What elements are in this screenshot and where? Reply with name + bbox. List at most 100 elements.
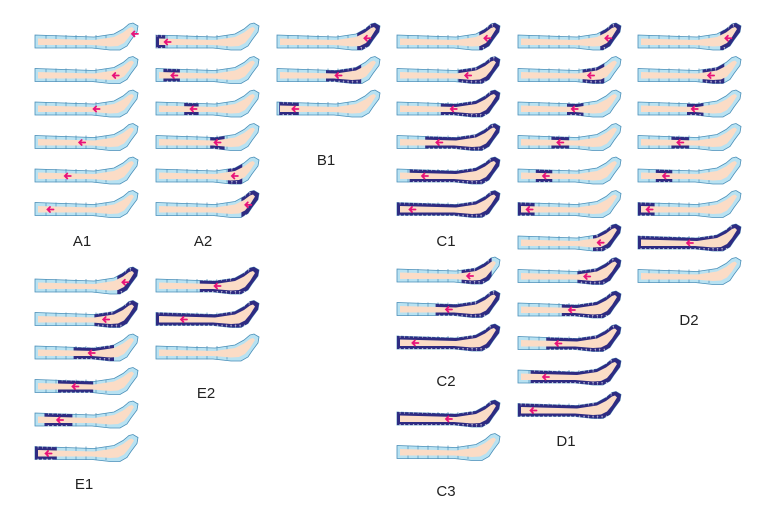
leg-icon: ↑↑↑↑↑↑↑↑↑↑↑↑↑↑↑↑↑↑↑↑↑↑↑↑↑↑↑↑↑↑↑↑↑↑↑↑ (517, 357, 622, 386)
chamber-pressure-mark: ↑ (653, 234, 656, 239)
chamber-pressure-mark: ↑ (355, 62, 358, 67)
chamber-pressure-mark: ↑ (74, 391, 77, 396)
chamber-pressure-mark: ↑ (106, 311, 109, 316)
chamber-pressure-mark: ↑ (560, 368, 563, 373)
chamber-pressure-mark: ↑ (484, 159, 487, 164)
chamber-pressure-mark: ↑ (243, 324, 246, 329)
chamber-pressure-mark: ↑ (244, 214, 247, 219)
chamber-pressure-mark: ↑ (689, 234, 692, 239)
chamber-pressure-mark: ↑ (220, 277, 223, 282)
chamber-pressure-mark: ↑ (595, 234, 598, 239)
chamber-pressure-mark: ↑ (693, 234, 696, 239)
leg-icon: ↑↑↑↑↑↑↑↑ (517, 223, 622, 252)
chamber-pressure-mark: ↑ (466, 347, 469, 352)
leg-icon: ↑↑↑↑↑↑ (155, 56, 260, 85)
chamber-pressure-mark: ↑ (587, 301, 590, 306)
chamber-pressure-mark: ↑ (675, 234, 678, 239)
chamber-pressure-mark: ↑ (488, 401, 491, 406)
chamber-pressure-mark: ↑ (475, 113, 478, 118)
chamber-pressure-mark: ↑ (243, 290, 246, 295)
chamber-pressure-mark: ↑ (711, 234, 714, 239)
pressure-arrow-icon (444, 306, 453, 313)
chamber-pressure-mark: ↑ (202, 324, 205, 329)
pressure-arrow-icon (604, 34, 613, 42)
chamber-pressure-mark: ↑ (555, 381, 558, 386)
leg-icon: ↑↑↑↑↑↑↑↑↑↑↑↑↑↑↑↑↑↑↑↑↑↑↑↑↑↑↑↑↑↑↑↑↑↑↑↑↑↑↑↑… (155, 300, 260, 329)
chamber-pressure-mark: ↑ (648, 234, 651, 239)
leg-skin (521, 94, 617, 114)
chamber-pressure-mark: ↑ (598, 348, 601, 353)
chamber-pressure-mark: ↑ (580, 268, 583, 273)
chamber-pressure-mark: ↑ (213, 134, 216, 139)
chamber-pressure-mark: ↑ (459, 147, 462, 152)
chamber-pressure-mark: ↑ (157, 324, 160, 329)
chamber-pressure-mark: ↑ (488, 191, 491, 196)
chamber-pressure-mark: ↑ (488, 57, 491, 62)
chamber-pressure-mark: ↑ (477, 280, 480, 285)
leg-skin (280, 27, 376, 47)
chamber-pressure-mark: ↑ (398, 410, 401, 415)
pressure-arrow-icon (213, 282, 222, 290)
chamber-pressure-mark: ↑ (187, 100, 190, 105)
chamber-pressure-mark: ↑ (482, 126, 485, 131)
chamber-pressure-mark: ↑ (461, 113, 464, 118)
pressure-arrow-icon (163, 38, 172, 46)
leg-icon: ↑↑↑↑↑↑ (637, 89, 742, 118)
chamber-pressure-mark: ↑ (547, 167, 550, 172)
leg-skin (400, 437, 496, 457)
chamber-pressure-mark: ↑ (342, 80, 345, 85)
chamber-pressure-mark: ↑ (716, 247, 719, 252)
chamber-pressure-mark: ↑ (648, 247, 651, 252)
leg-icon (34, 89, 139, 118)
chamber-pressure-mark: ↑ (602, 281, 605, 286)
chamber-pressure-mark: ↑ (110, 324, 113, 329)
leg-skin (400, 127, 496, 147)
chamber-pressure-mark: ↑ (160, 33, 163, 38)
chamber-pressure-mark: ↑ (124, 268, 127, 273)
chamber-pressure-mark: ↑ (725, 226, 728, 231)
pressure-arrow-icon (179, 316, 188, 323)
chamber-pressure-mark: ↑ (582, 381, 585, 386)
chamber-pressure-mark: ↑ (551, 415, 554, 420)
chamber-pressure-mark: ↑ (554, 147, 557, 152)
chamber-pressure-mark: ↑ (723, 26, 726, 31)
chamber-pressure-mark: ↑ (430, 201, 433, 206)
chamber-pressure-mark: ↑ (667, 167, 670, 172)
leg-skin (641, 228, 737, 248)
chamber-pressure-mark: ↑ (50, 458, 53, 463)
chamber-pressure-mark: ↑ (605, 381, 608, 386)
chamber-pressure-mark: ↑ (702, 234, 705, 239)
chamber-pressure-mark: ↑ (466, 167, 469, 172)
chamber-pressure-mark: ↑ (425, 410, 428, 415)
pressure-arrow-icon (71, 383, 80, 390)
chamber-pressure-mark: ↑ (564, 314, 567, 319)
chamber-pressure-mark: ↑ (543, 180, 546, 185)
chamber-pressure-mark: ↑ (705, 67, 708, 72)
chamber-pressure-mark: ↑ (78, 391, 81, 396)
leg-icon: ↑↑↑↑↑↑↑↑↑↑↑↑↑↑ (34, 367, 139, 396)
leg-icon: ↑↑↑↑ (155, 22, 260, 51)
chamber-pressure-mark: ↑ (461, 214, 464, 219)
chamber-pressure-mark: ↑ (482, 46, 485, 51)
chamber-pressure-mark: ↑ (461, 423, 464, 428)
chamber-pressure-mark: ↑ (213, 147, 216, 152)
chamber-pressure-mark: ↑ (369, 46, 372, 51)
chamber-pressure-mark: ↑ (89, 344, 92, 349)
leg-icon: ↑↑↑↑ (155, 123, 260, 152)
pressure-arrow-icon (483, 34, 492, 42)
leg-icon: ↑↑↑↑↑↑↑↑ (517, 56, 622, 85)
chamber-pressure-mark: ↑ (461, 167, 464, 172)
chamber-pressure-mark: ↑ (193, 324, 196, 329)
chamber-pressure-mark: ↑ (464, 267, 467, 272)
chamber-pressure-mark: ↑ (465, 314, 468, 319)
leg-skin (400, 404, 496, 424)
chamber-pressure-mark: ↑ (439, 410, 442, 415)
leg-skin (38, 271, 134, 291)
chamber-pressure-mark: ↑ (609, 225, 612, 230)
chamber-pressure-mark: ↑ (477, 128, 480, 133)
leg-icon: ↑↑↑↑↑↑↑↑↑↑↑↑↑↑↑↑↑↑↑↑↑↑↑↑↑↑↑↑↑↑↑↑↑↑↑↑↑↑↑↑… (637, 223, 742, 252)
chamber-pressure-mark: ↑ (425, 423, 428, 428)
chamber-pressure-mark: ↑ (244, 192, 247, 197)
pressure-arrow-icon (525, 206, 534, 213)
